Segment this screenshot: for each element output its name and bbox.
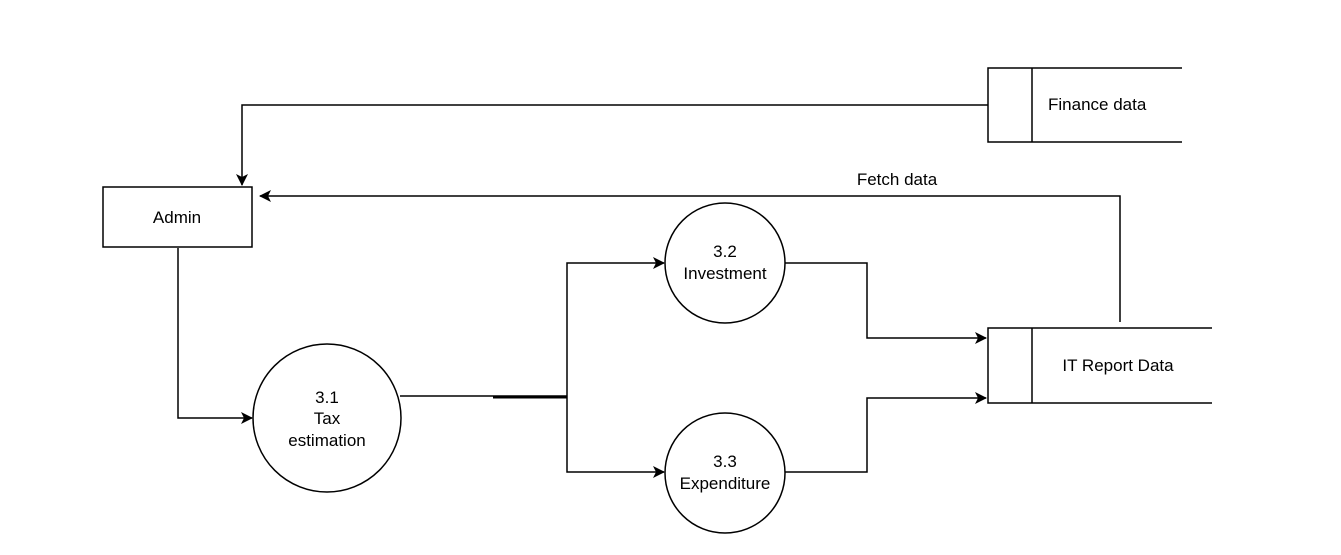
process-investment: 3.2 Investment (664, 202, 786, 324)
process-tax-estimation-line2: estimation (288, 431, 365, 450)
admin-label: Admin (153, 208, 201, 227)
edge-admin-to-tax-estimation (177, 248, 253, 424)
finance-data-label: Finance data (1048, 95, 1147, 114)
process-tax-estimation-id: 3.1 (315, 388, 339, 407)
edge-itreport-fetch-to-admin (259, 190, 1121, 322)
edge-expenditure-to-itreport (785, 392, 987, 473)
process-investment-label: Investment (683, 264, 766, 283)
edge-label-fetch-data: Fetch data (857, 170, 938, 189)
finance-data-store: Finance data (987, 67, 1182, 143)
process-tax-estimation-line1: Tax (314, 409, 341, 428)
it-report-data-label: IT Report Data (1062, 356, 1174, 375)
process-expenditure: 3.3 Expenditure (664, 412, 786, 534)
process-expenditure-id: 3.3 (713, 452, 737, 471)
edge-investment-to-itreport (785, 262, 987, 344)
process-expenditure-label: Expenditure (680, 474, 771, 493)
edge-finance-to-admin (236, 104, 988, 186)
process-investment-id: 3.2 (713, 242, 737, 261)
edge-to-expenditure (566, 396, 665, 478)
admin-entity: Admin (102, 186, 253, 248)
it-report-data-store: IT Report Data (987, 327, 1212, 404)
edge-to-investment (566, 257, 665, 396)
process-tax-estimation: 3.1 Tax estimation (252, 343, 402, 493)
